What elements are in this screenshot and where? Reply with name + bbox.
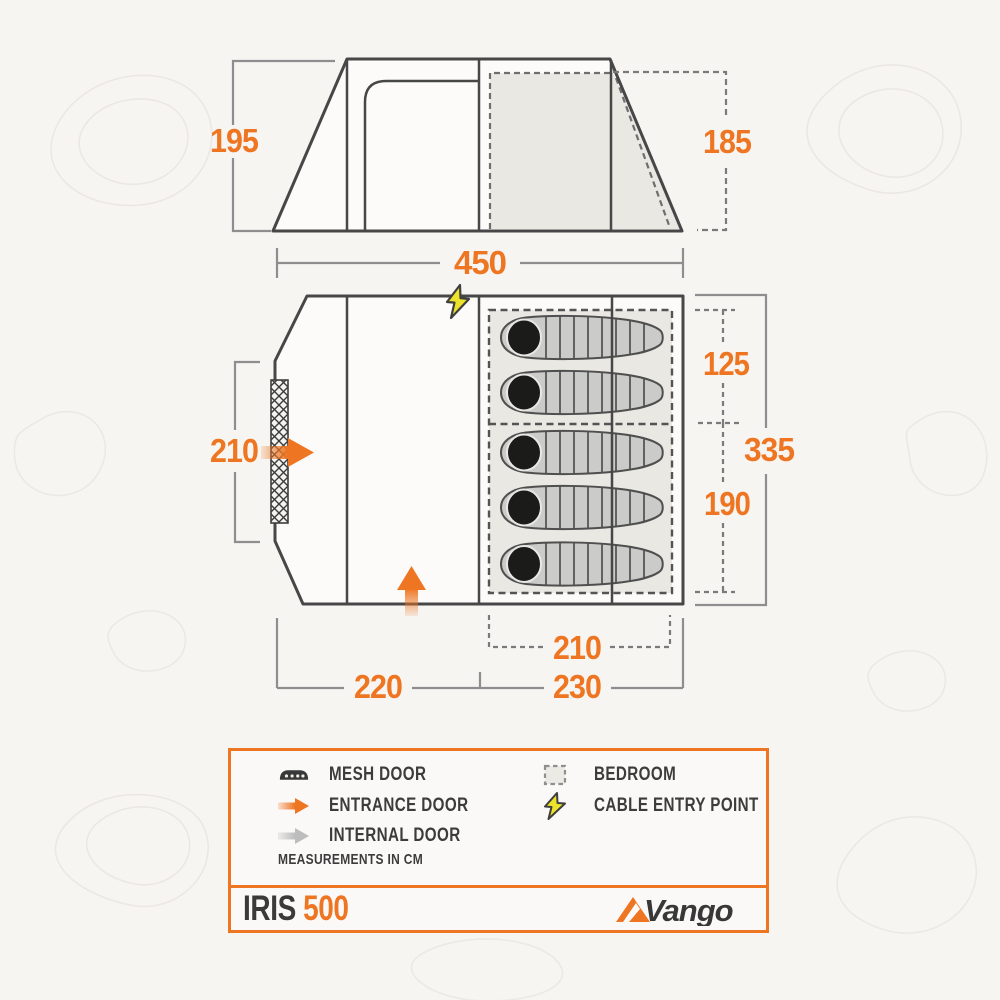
entrance-door-arrow-bottom	[397, 566, 426, 616]
legend-item-bedroom: BEDROOM	[543, 760, 697, 790]
sleeping-bag	[501, 486, 663, 530]
model-size: 500	[303, 889, 349, 928]
dim-total-width: 450	[454, 244, 506, 281]
dim-bedroom-area-width: 230	[553, 668, 601, 705]
bedroom-swatch-icon	[543, 764, 577, 786]
model-name: IRIS	[243, 889, 296, 928]
legend-box: MESH DOOR ENTRANCE DOOR	[228, 748, 769, 933]
legend-item-entrance-door: ENTRANCE DOOR	[278, 791, 503, 821]
elevation-bedroom-fill	[490, 73, 682, 229]
entrance-door-arrow-left	[261, 438, 314, 467]
measurements-note: MEASUREMENTS IN CM	[278, 851, 424, 868]
cable-entry-bolt	[445, 283, 471, 320]
dim-side-door-width: 210	[210, 432, 258, 469]
internal-arrow-icon	[278, 827, 312, 845]
mesh-door-icon	[278, 768, 312, 782]
floorplan-bedroom-dashed	[487, 308, 674, 595]
legend-item-mesh-door: MESH DOOR	[278, 760, 451, 790]
legend-item-cable-entry: CABLE ENTRY POINT	[543, 791, 800, 821]
dim-bedroom-top-depth: 125	[703, 345, 750, 382]
legend-item-internal-door: INTERNAL DOOR	[278, 821, 493, 851]
elevation-door-outline	[363, 79, 479, 231]
dim-bedroom-width: 210	[553, 629, 601, 666]
side-elevation: 195 185	[210, 57, 753, 233]
sleeping-bag	[501, 431, 663, 475]
legend-label-mesh-door: MESH DOOR	[329, 764, 427, 785]
legend-label-entrance-door: ENTRANCE DOOR	[329, 795, 469, 816]
legend-label-bedroom: BEDROOM	[594, 764, 677, 785]
floorplan	[261, 283, 685, 616]
floorplan-inner-walls	[345, 296, 614, 604]
dim-bracket-side-door	[233, 360, 260, 544]
dim-side-height-left: 195	[210, 122, 259, 159]
elevation-bedroom-dashed	[488, 71, 672, 229]
legend-label-cable-entry: CABLE ENTRY POINT	[594, 795, 759, 816]
vango-logo: Vango	[616, 893, 734, 926]
sleeping-bag	[501, 371, 663, 415]
dim-living-width: 220	[354, 668, 402, 705]
sleeping-bag	[501, 316, 663, 360]
dim-bracket-bedroom-depths	[695, 308, 741, 594]
dim-side-height-right: 185	[703, 123, 752, 160]
model-title: IRIS 500	[243, 889, 349, 929]
legend-label-internal-door: INTERNAL DOOR	[329, 825, 461, 846]
legend-footer: IRIS 500 Vango	[231, 885, 766, 930]
vango-logo-text: Vango	[644, 893, 733, 926]
lightning-bolt-icon	[543, 792, 577, 820]
dim-bracket-185	[613, 70, 728, 232]
dim-bedroom-bottom-depth: 190	[704, 485, 750, 522]
dim-bracket-195	[231, 59, 335, 233]
elevation-inner-lines	[345, 59, 613, 231]
elevation-outline	[271, 57, 684, 233]
sleeping-bag	[501, 542, 663, 586]
entrance-arrow-icon	[278, 797, 312, 815]
dim-total-width-line	[275, 248, 685, 278]
dim-bottom-widths-line	[275, 618, 685, 690]
dim-bracket-bedroom-width	[487, 615, 672, 649]
dim-total-depth: 335	[744, 431, 795, 468]
dim-bracket-total-depth	[695, 293, 768, 607]
